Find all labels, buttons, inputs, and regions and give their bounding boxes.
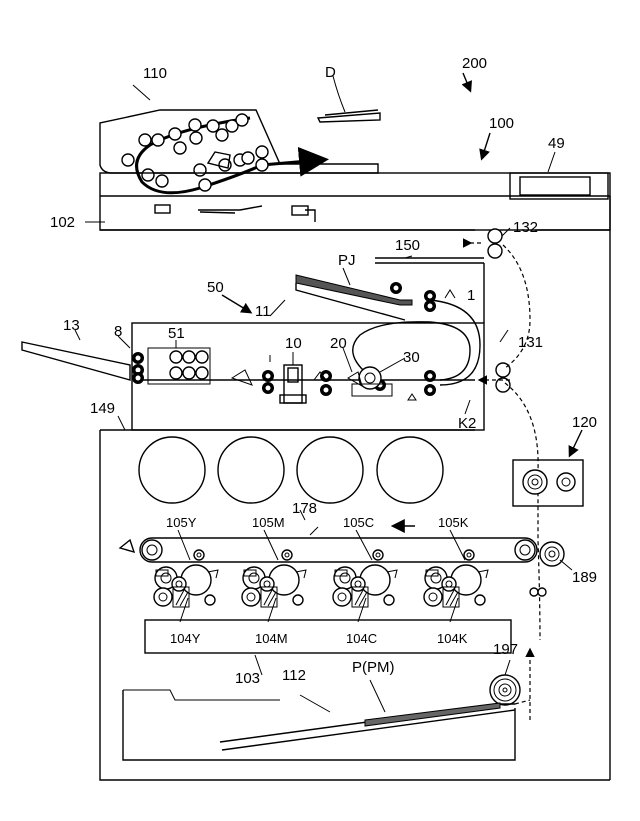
label-105C: 105C (343, 515, 374, 530)
label-120: 120 (572, 414, 597, 431)
label-178: 178 (292, 500, 317, 517)
label-51: 51 (168, 325, 185, 342)
label-150: 150 (395, 237, 420, 254)
label-1: 1 (467, 287, 475, 304)
label-132: 132 (513, 219, 538, 236)
label-100: 100 (489, 115, 514, 132)
label-8: 8 (114, 323, 122, 340)
label-112: 112 (282, 667, 306, 684)
intermediate-transfer-belt (120, 526, 564, 566)
label-105M: 105M (252, 515, 285, 530)
label-PJ: PJ (338, 252, 356, 269)
label-104Y: 104Y (170, 631, 201, 646)
toner-containers (139, 437, 443, 503)
label-P-PM: P(PM) (352, 659, 395, 676)
label-104M: 104M (255, 631, 288, 646)
conveyance-path (470, 229, 583, 720)
label-30: 30 (403, 349, 420, 366)
label-D: D (325, 64, 336, 81)
label-10: 10 (285, 335, 302, 352)
label-11: 11 (255, 303, 271, 320)
label-K2: K2 (458, 415, 476, 432)
label-110: 110 (143, 65, 167, 82)
label-105Y: 105Y (166, 515, 197, 530)
label-103: 103 (235, 670, 260, 687)
label-50: 50 (207, 279, 224, 296)
label-149: 149 (90, 400, 115, 417)
label-102: 102 (50, 214, 75, 231)
label-105K: 105K (438, 515, 469, 530)
label-49: 49 (548, 135, 565, 152)
label-200: 200 (462, 55, 487, 72)
label-197: 197 (493, 641, 518, 658)
label-189: 189 (572, 569, 597, 586)
label-20: 20 (330, 335, 347, 352)
label-131: 131 (518, 334, 543, 351)
label-13: 13 (63, 317, 80, 334)
label-104K: 104K (437, 631, 468, 646)
paper-feed-tray (123, 690, 515, 760)
label-104C: 104C (346, 631, 377, 646)
